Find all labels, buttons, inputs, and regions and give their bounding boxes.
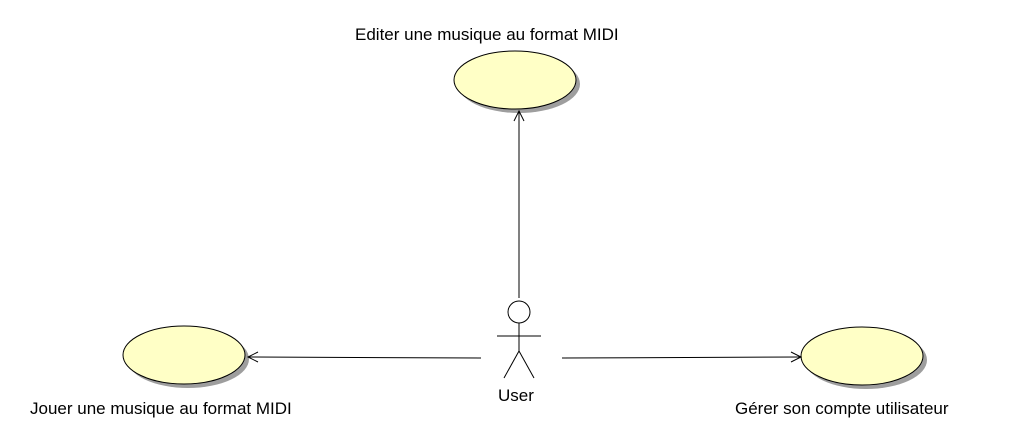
association-user-play — [246, 351, 482, 363]
association-user-play-line — [247, 356, 482, 359]
actor-user[interactable] — [497, 300, 541, 379]
use-case-account-ellipse — [800, 326, 924, 386]
use-case-play-ellipse — [122, 325, 246, 385]
actor-head — [507, 300, 531, 324]
use-case-edit-label: Editer une musique au format MIDI — [355, 25, 619, 44]
use-case-edit-ellipse — [453, 50, 577, 110]
association-user-account-arrowhead — [790, 351, 803, 363]
association-user-account — [561, 351, 803, 363]
association-user-edit-arrowhead — [513, 109, 525, 122]
actor-user-label: User — [498, 386, 534, 405]
use-case-account[interactable] — [800, 326, 927, 389]
actor-right-leg — [518, 350, 535, 379]
association-user-edit — [513, 109, 525, 298]
association-user-play-arrowhead — [246, 351, 259, 363]
use-case-play[interactable] — [122, 325, 249, 388]
actor-left-leg — [503, 350, 520, 379]
use-case-account-label: Gérer son compte utilisateur — [735, 399, 949, 418]
use-case-edit[interactable] — [453, 50, 580, 113]
association-user-account-line — [561, 356, 802, 359]
use-case-play-label: Jouer une musique au format MIDI — [30, 399, 292, 418]
